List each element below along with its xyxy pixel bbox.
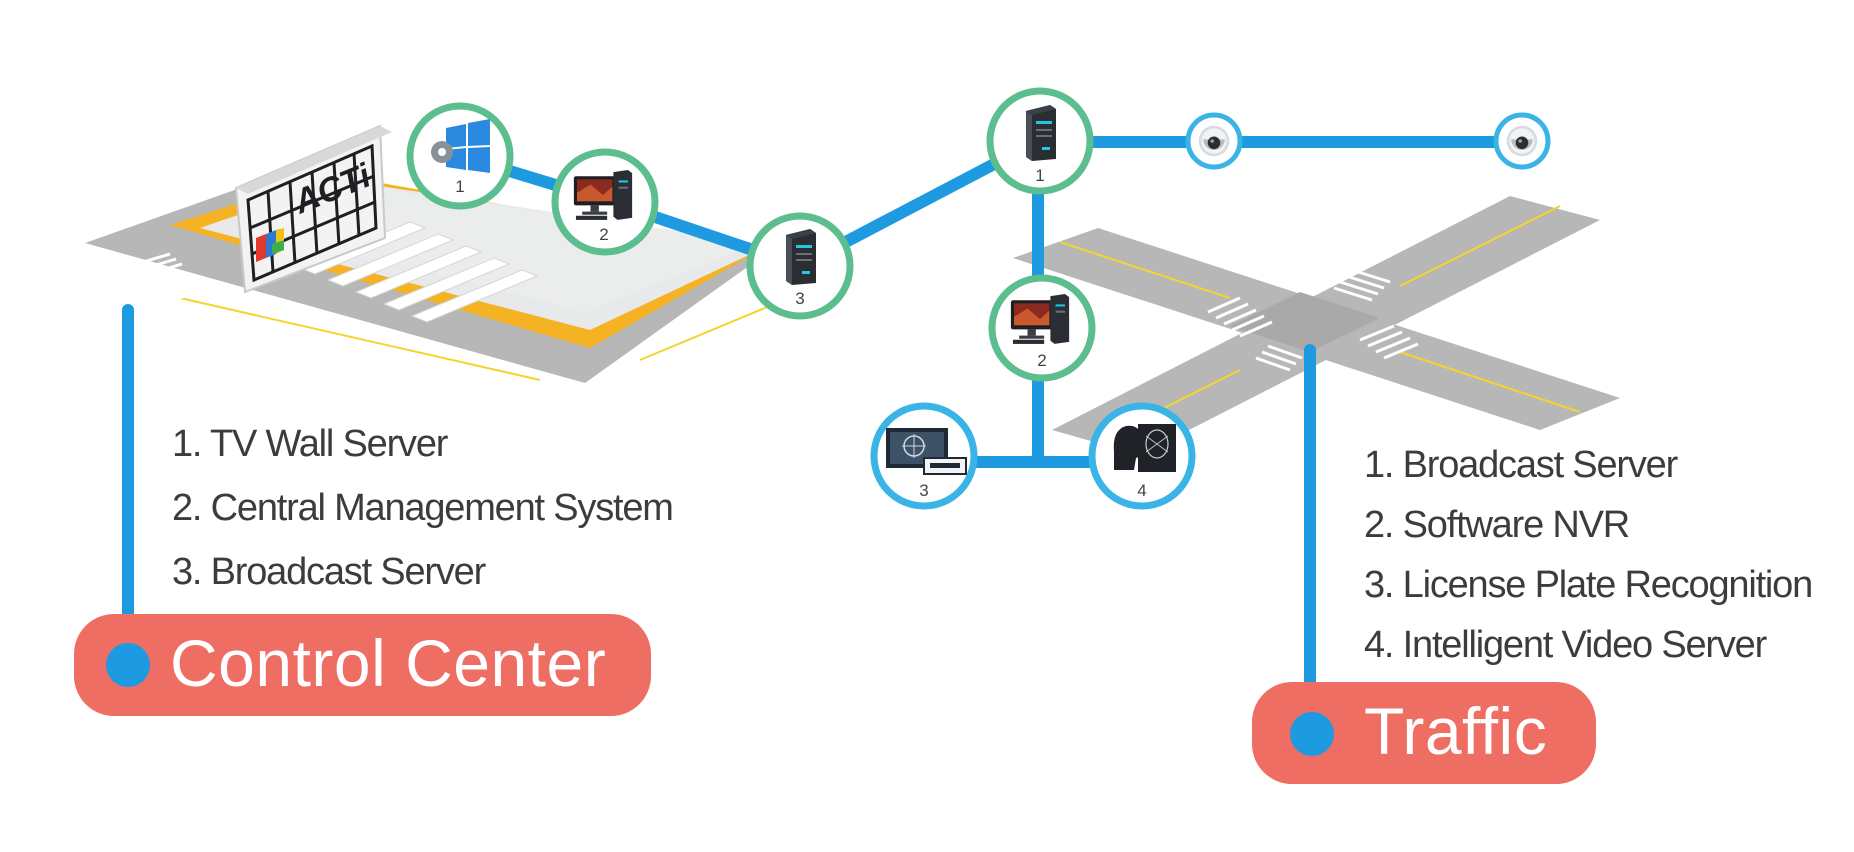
- traffic-item-1: 1. Broadcast Server: [1364, 444, 1678, 486]
- node-number: 2: [1037, 351, 1046, 370]
- road-line: [1059, 241, 1231, 299]
- face-recognition-icon: [1113, 424, 1176, 472]
- steps: [298, 221, 539, 323]
- node-number: 3: [795, 289, 804, 308]
- cc-node-2[interactable]: 2: [551, 148, 659, 256]
- cc-node-1[interactable]: 1: [406, 102, 514, 210]
- crosswalk: [139, 252, 837, 426]
- cc-item-2: 2. Central Management System: [172, 487, 674, 529]
- traffic-node-1[interactable]: 1: [986, 87, 1094, 195]
- cc-item-3: 3. Broadcast Server: [172, 551, 486, 593]
- cc-item-1: 1. TV Wall Server: [172, 423, 448, 465]
- traffic-item-2: 2. Software NVR: [1364, 504, 1630, 546]
- connector-dot: [1290, 712, 1334, 756]
- acti-logo-mark: [256, 228, 284, 262]
- workstation-icon: [1010, 294, 1070, 344]
- traffic-node-2[interactable]: 2: [988, 274, 1096, 382]
- intersection: [1230, 292, 1380, 352]
- node-number: 2: [599, 225, 608, 244]
- crosswalk: [1207, 268, 1419, 372]
- tv-wall: ACTi: [234, 124, 392, 294]
- traffic-item-3: 3. License Plate Recognition: [1364, 564, 1813, 606]
- node-number: 4: [1137, 481, 1146, 500]
- server-tower-icon: [1026, 105, 1056, 161]
- node-number: 1: [455, 177, 464, 196]
- node-number: 1: [1035, 166, 1044, 185]
- dome-camera-icon: [1506, 125, 1538, 157]
- traffic-node-3[interactable]: 3: [870, 402, 978, 510]
- traffic-title: Traffic: [1364, 694, 1548, 768]
- traffic-item-4: 4. Intelligent Video Server: [1364, 624, 1767, 666]
- license-plate-icon: [886, 428, 967, 475]
- node-number: 3: [919, 481, 928, 500]
- camera-node-2[interactable]: [1493, 112, 1551, 170]
- road-line: [179, 297, 541, 381]
- control-center-title: Control Center: [170, 626, 607, 700]
- server-tower-icon: [786, 229, 816, 285]
- connector-dot: [106, 643, 150, 687]
- windows-gear-icon: [431, 119, 490, 173]
- road-line: [1399, 205, 1561, 287]
- traffic-roads: [1013, 196, 1620, 455]
- traffic-node-4[interactable]: 4: [1088, 402, 1196, 510]
- workstation-icon: [573, 170, 633, 220]
- dome-camera-icon: [1198, 125, 1230, 157]
- road-line: [1399, 351, 1581, 413]
- camera-node-1[interactable]: [1185, 112, 1243, 170]
- control-center-title-pill[interactable]: [74, 614, 651, 716]
- cc-node-3[interactable]: 3: [746, 212, 854, 320]
